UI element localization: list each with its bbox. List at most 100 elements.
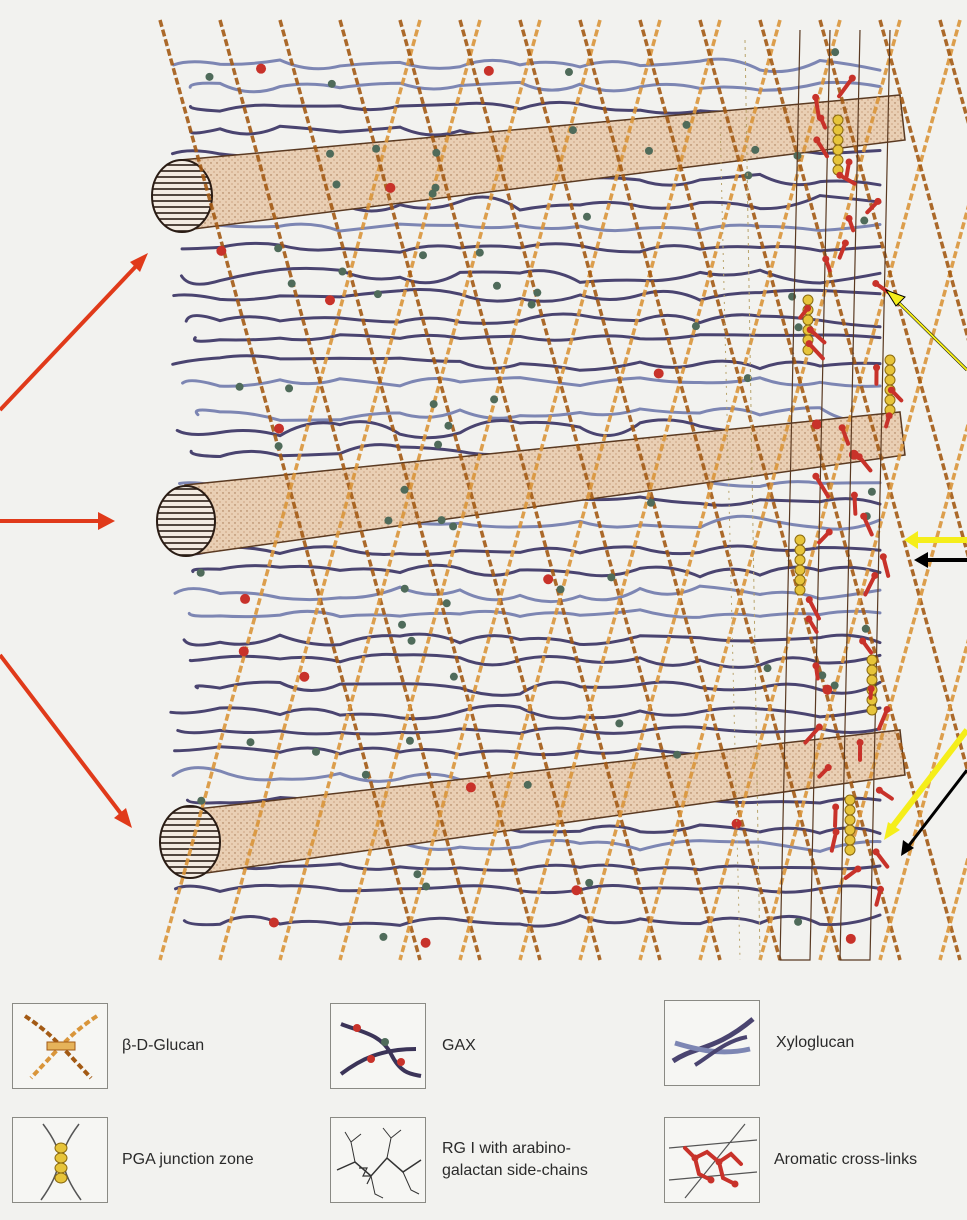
gax-dot: [683, 121, 691, 129]
xyloglucan-strand: [175, 586, 880, 602]
cell-wall-diagram: [0, 0, 967, 980]
aromatic-blob: [846, 934, 856, 944]
aromatic-node: [839, 424, 846, 431]
pga-bead: [795, 585, 805, 595]
pga-bead: [795, 535, 805, 545]
gax-dot: [744, 171, 752, 179]
gax-dot: [332, 180, 340, 188]
gax-dot: [569, 126, 577, 134]
aromatic-node: [804, 305, 811, 312]
aromatic-blob: [385, 183, 395, 193]
gax-dot: [557, 585, 565, 593]
legend-item-gax: GAX: [330, 1003, 620, 1091]
aromatic-blob: [421, 938, 431, 948]
aromatic-node: [826, 529, 833, 536]
aromatic-node: [876, 787, 883, 794]
gax-dot: [751, 146, 759, 154]
gax-dot: [764, 664, 772, 672]
aromatic-node: [836, 172, 843, 179]
beta-glucan-icon: [12, 1003, 108, 1089]
pga-bead: [885, 395, 895, 405]
aromatic-blob: [812, 419, 822, 429]
xyloglucan-strand: [184, 634, 880, 645]
gax-dot: [379, 933, 387, 941]
xyloglucan-strand: [196, 682, 880, 695]
beta-glucan-strand: [760, 20, 967, 960]
gax-dot: [583, 213, 591, 221]
pga-bead: [845, 815, 855, 825]
gax-dot: [401, 585, 409, 593]
gax-dot: [860, 217, 868, 225]
aromatic-node: [813, 136, 820, 143]
gax-dot: [450, 673, 458, 681]
xyloglucan-strand: [186, 314, 880, 327]
aromatic-node: [822, 256, 829, 263]
pga-bead: [867, 655, 877, 665]
legend-label-aromatic: Aromatic cross-links: [774, 1117, 917, 1203]
gax-dot: [528, 301, 536, 309]
gax-dot: [197, 569, 205, 577]
aromatic-blob: [256, 64, 266, 74]
gax-icon: [330, 1003, 426, 1089]
aromatic-node: [877, 886, 884, 893]
gax-dot: [449, 522, 457, 530]
beta-glucan-strand: [880, 20, 967, 960]
gax-dot: [432, 149, 440, 157]
aromatic-node: [856, 453, 863, 460]
aromatic-node: [806, 596, 813, 603]
gax-dot: [533, 289, 541, 297]
aromatic-node: [873, 848, 880, 855]
aromatic-blob: [325, 295, 335, 305]
pga-junction-icon: [12, 1117, 108, 1203]
beta-glucan-strand: [940, 20, 967, 960]
aromatic-node: [806, 340, 813, 347]
xyloglucan-strand: [196, 408, 880, 421]
xyloglucan-strand: [190, 224, 880, 231]
gax-dot: [585, 879, 593, 887]
pga-bead: [833, 135, 843, 145]
gax-dot: [374, 290, 382, 298]
pga-bead: [885, 355, 895, 365]
aromatic-node: [807, 326, 814, 333]
pga-bead: [885, 375, 895, 385]
pga-bead: [795, 545, 805, 555]
pga-bead: [833, 115, 843, 125]
aromatic-blob: [239, 646, 249, 656]
beta-glucan-strand: [880, 20, 967, 960]
xyloglucan-icon: [664, 1000, 760, 1086]
gax-dot: [275, 442, 283, 450]
aromatic-node: [842, 240, 849, 247]
aromatic-node: [817, 115, 824, 122]
pga-bead: [803, 295, 813, 305]
aromatic-blob: [240, 594, 250, 604]
aromatic-crosslinks-icon: [664, 1117, 760, 1203]
gax-dot: [408, 637, 416, 645]
gax-dot: [565, 68, 573, 76]
legend-item-beta-glucan: β-D-Glucan: [12, 1003, 302, 1091]
pga-bead: [833, 125, 843, 135]
aromatic-blob: [466, 782, 476, 792]
pga-bead: [867, 665, 877, 675]
aromatic-blob: [484, 66, 494, 76]
gax-dot: [197, 797, 205, 805]
gax-dot: [406, 737, 414, 745]
legend-item-aromatic: Aromatic cross-links: [664, 1117, 967, 1205]
aromatic-blob: [299, 672, 309, 682]
gax-dot: [372, 145, 380, 153]
rg1-arabinogalactan-icon: [330, 1117, 426, 1203]
aromatic-node: [805, 616, 812, 623]
gax-dot: [444, 422, 452, 430]
legend-item-rg1: RG I with arabino- galactan side-chains: [330, 1117, 660, 1205]
aromatic-node: [880, 553, 887, 560]
pga-bead: [845, 805, 855, 815]
gax-dot: [274, 244, 282, 252]
gax-dot: [692, 322, 700, 330]
xyloglucan-strand: [175, 885, 880, 892]
gax-dot: [490, 395, 498, 403]
aromatic-blob: [543, 574, 553, 584]
aromatic-node: [833, 828, 840, 835]
gax-dot: [615, 719, 623, 727]
pga-bead: [885, 365, 895, 375]
gax-dot: [312, 748, 320, 756]
xyloglucan-strand: [173, 356, 880, 371]
